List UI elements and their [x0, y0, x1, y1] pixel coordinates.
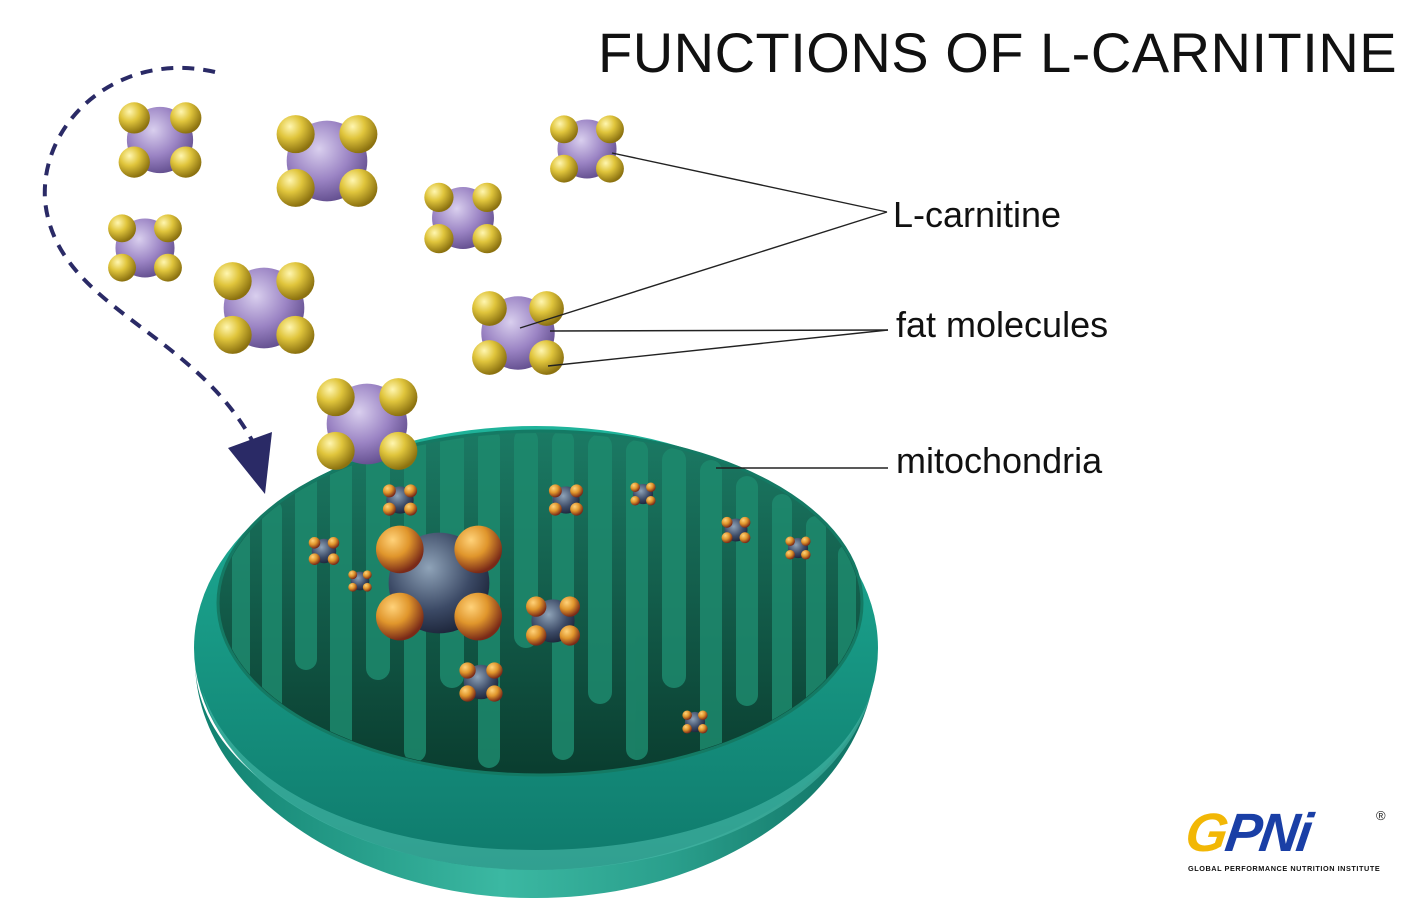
gpni-tagline: GLOBAL PERFORMANCE NUTRITION INSTITUTE: [1188, 864, 1381, 873]
leader-fat-2: [547, 329, 889, 367]
label-fat-molecules: fat molecules: [896, 304, 1109, 345]
molecule: [213, 262, 315, 354]
molecule-internal: [348, 570, 372, 592]
molecule: [424, 182, 502, 254]
gpni-logo-pni: PNi: [1221, 803, 1315, 863]
registered-mark: ®: [1376, 808, 1386, 823]
molecule-internal: [548, 484, 584, 516]
label-mitochondria: mitochondria: [896, 440, 1103, 481]
leader-lines: [519, 152, 889, 469]
molecule-internal: [459, 662, 503, 702]
cristae: [232, 433, 856, 773]
mitochondrion: [194, 426, 878, 899]
molecule-internal: [382, 484, 418, 516]
molecule: [276, 115, 378, 207]
flow-arrow-path: [42, 65, 260, 453]
molecule-internal: [785, 536, 811, 560]
molecule: [118, 102, 202, 178]
leader-fat-1: [549, 329, 889, 332]
gpni-logo-mark: GPNi: [1182, 803, 1315, 863]
leader-carnitine-1: [611, 152, 888, 213]
label-l-carnitine: L-carnitine: [893, 194, 1062, 235]
molecule: [550, 115, 624, 183]
molecule: [108, 214, 182, 282]
molecule-internal: [376, 525, 502, 641]
molecule-internal: [721, 516, 751, 544]
molecule-internal: [682, 710, 708, 734]
molecule: [316, 378, 418, 470]
diagram-title: FUNCTIONS OF L-CARNITINE: [598, 21, 1398, 84]
leader-carnitine-2: [519, 211, 888, 329]
molecule-internal: [308, 537, 340, 565]
gpni-logo: GPNi ® GLOBAL PERFORMANCE NUTRITION INST…: [1180, 803, 1390, 876]
flow-arrow-head: [228, 432, 272, 494]
molecule-internal: [630, 482, 656, 506]
molecule-labelled: [472, 291, 564, 375]
molecule-internal: [526, 596, 580, 646]
mitochondrion-inner-edge: [216, 429, 864, 777]
external-molecules: [108, 102, 624, 470]
